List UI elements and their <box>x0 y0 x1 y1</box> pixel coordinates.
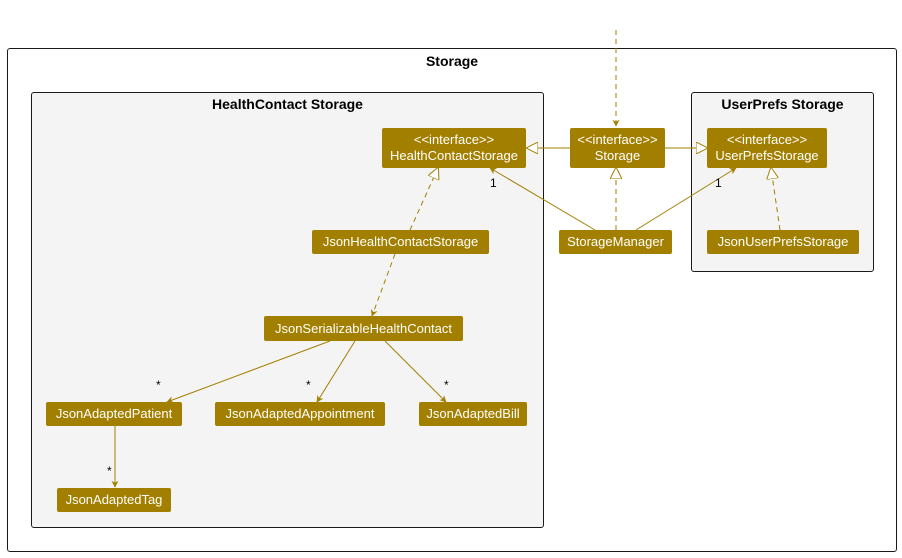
edge-storagemanager-to-healthcontactstorage <box>489 167 596 231</box>
class-jsonhealthcontactstorage: JsonHealthContactStorage <box>312 230 489 254</box>
multiplicity-tag: * <box>107 464 112 478</box>
edge-serializable-to-appointment <box>316 340 356 403</box>
multiplicity-hcstorage: 1 <box>490 176 497 190</box>
package-healthcontact-storage-title: HealthContact Storage <box>212 96 363 112</box>
class-storage: <<interface>> Storage <box>570 128 665 168</box>
edge-jsonhcstorage-implements-hcstorage <box>409 168 438 231</box>
package-storage-title: Storage <box>425 53 479 69</box>
class-storage-name: Storage <box>594 148 641 163</box>
edge-jsonuserprefs-implements-userprefs <box>771 168 781 231</box>
class-jsonadaptedtag: JsonAdaptedTag <box>57 488 171 512</box>
class-storagemanager: StorageManager <box>559 230 672 254</box>
multiplicity-userprefsstorage: 1 <box>715 176 722 190</box>
class-jsonserializablehealthcontact: JsonSerializableHealthContact <box>264 316 463 341</box>
class-userprefsstorage: <<interface>> UserPrefsStorage <box>707 128 827 168</box>
class-storage-stereotype: <<interface>> <box>577 132 658 147</box>
class-jsonadaptedbill: JsonAdaptedBill <box>419 402 527 426</box>
class-healthcontactstorage-name: HealthContactStorage <box>390 148 518 163</box>
edge-serializable-to-patient <box>166 340 331 404</box>
class-healthcontactstorage: <<interface>> HealthContactStorage <box>382 128 526 168</box>
edge-storagemanager-to-userprefsstorage <box>635 167 737 231</box>
class-userprefsstorage-stereotype: <<interface>> <box>726 132 808 147</box>
class-jsonuserprefsstorage: JsonUserPrefsStorage <box>707 230 859 254</box>
class-jsonadaptedappointment: JsonAdaptedAppointment <box>215 402 385 426</box>
class-jsonadaptedpatient: JsonAdaptedPatient <box>46 402 182 426</box>
package-storage: Storage <box>7 48 897 552</box>
class-healthcontactstorage-stereotype: <<interface>> <box>413 132 495 147</box>
multiplicity-bill: * <box>444 378 449 392</box>
multiplicity-patient: * <box>156 378 161 392</box>
class-userprefsstorage-name: UserPrefsStorage <box>715 148 819 163</box>
package-userprefs-storage-title: UserPrefs Storage <box>721 96 844 112</box>
edge-jsonhcstorage-to-serializable <box>370 253 396 317</box>
edge-serializable-to-bill <box>384 340 447 403</box>
multiplicity-appointment: * <box>306 378 311 392</box>
